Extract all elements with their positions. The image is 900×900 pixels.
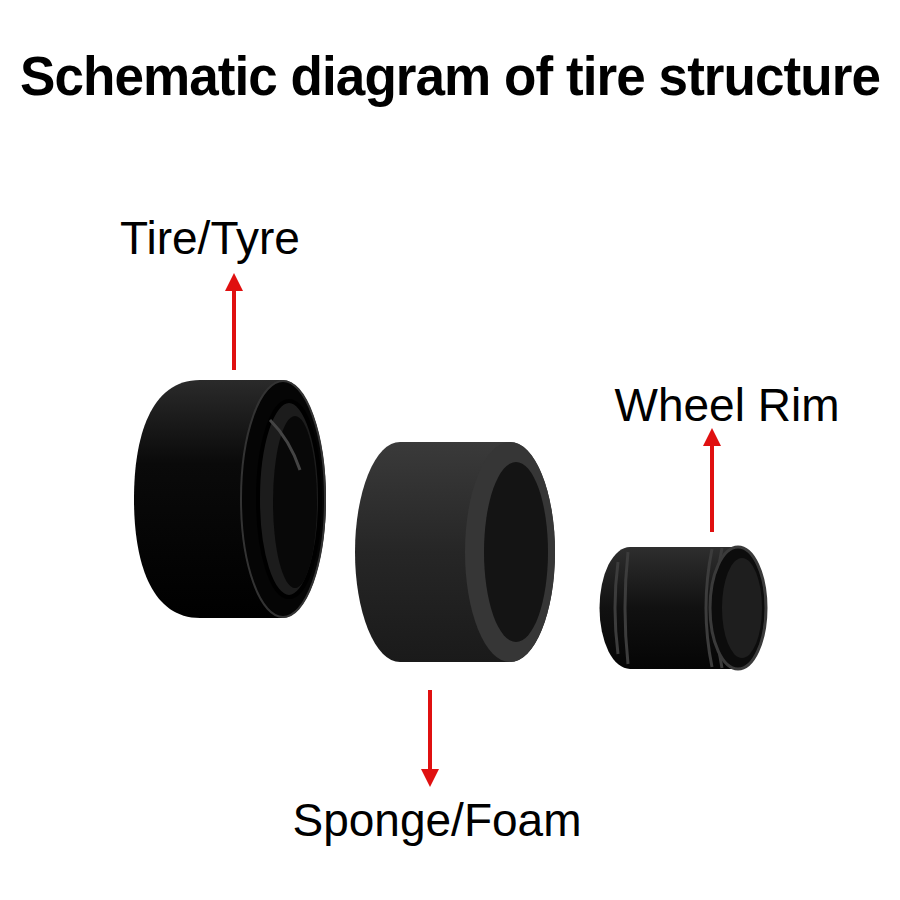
diagram-title: Schematic diagram of tire structure [20,48,880,104]
rim-face [710,547,766,669]
rim-groove [615,562,618,654]
rim-body [600,547,767,669]
rim-bore [722,558,762,658]
tire-bore [258,401,320,597]
rim-groove [625,552,628,664]
part-label: Tire/Tyre [120,213,300,264]
part-label: Sponge/Foam [293,795,582,846]
foam-face [465,442,555,662]
tire-body [134,380,326,618]
foam-body [355,442,555,662]
tire-figure [134,380,326,618]
foam-bore [484,462,548,642]
part-label: Wheel Rim [615,380,840,431]
leader-arrow [428,690,432,778]
tire-bore-inner [273,416,317,588]
tire-face [241,381,325,617]
rim-figure [600,547,767,669]
tire-bore-highlight [270,420,300,470]
leader-arrow [710,437,714,532]
leader-arrow [232,282,236,370]
foam-figure [355,442,555,662]
